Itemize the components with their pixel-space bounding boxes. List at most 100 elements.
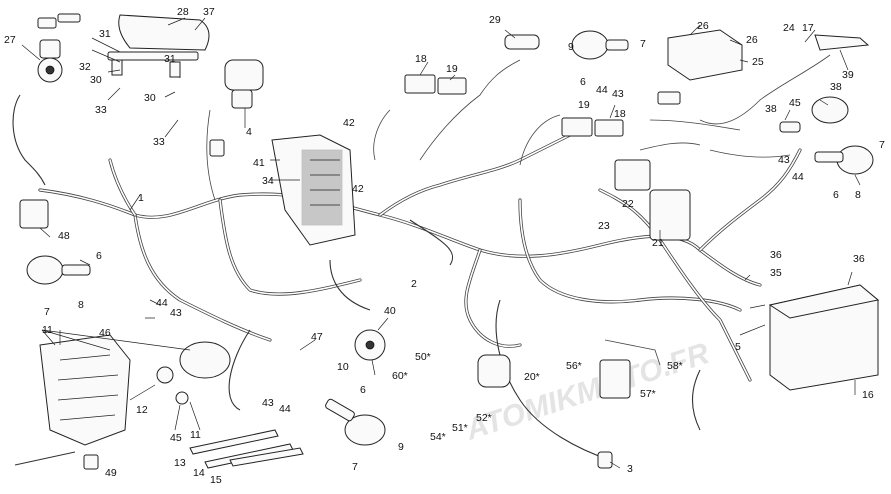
- callout-5: 5: [735, 341, 741, 353]
- callout-41: 41: [253, 157, 265, 169]
- main-harness: [12, 54, 831, 461]
- callout-50: 50*: [415, 351, 431, 363]
- flasher-relay-icon: [19, 199, 49, 229]
- callout-58: 58*: [667, 360, 683, 372]
- callout-11-bulb: 11: [190, 429, 201, 441]
- callout-44-right: 44: [792, 171, 804, 183]
- callout-6-top: 6: [580, 76, 586, 88]
- callout-7-right: 7: [879, 139, 885, 151]
- callout-11-headlight: 11: [42, 324, 53, 336]
- left-turn-signal-icon: [26, 255, 91, 285]
- callout-25: 25: [752, 56, 764, 68]
- callout-27: 27: [4, 34, 16, 46]
- callout-49: 49: [105, 467, 117, 479]
- callout-29: 29: [489, 14, 501, 26]
- right-turn-signal-icon: [814, 145, 874, 175]
- callout-7-bottom: 7: [352, 461, 358, 473]
- callout-43-left: 43: [170, 307, 182, 319]
- callout-7-left: 7: [44, 306, 50, 318]
- callout-24: 24: [783, 22, 795, 34]
- cable-tie-icon: [189, 429, 304, 469]
- callout-44-bottom: 44: [279, 403, 291, 415]
- rear-turn-signal-icon: [325, 398, 386, 446]
- callout-48: 48: [58, 230, 70, 242]
- callout-44-left: 44: [156, 297, 168, 309]
- callout-42-mid: 42: [352, 183, 364, 195]
- callout-33-right: 33: [153, 136, 165, 148]
- callout-7-top: 7: [640, 38, 646, 50]
- callout-60: 60*: [392, 370, 408, 382]
- callout-23: 23: [598, 220, 610, 232]
- callout-10: 10: [337, 361, 349, 373]
- callout-6-right: 6: [833, 189, 839, 201]
- callout-21: 21: [652, 237, 664, 249]
- callout-8-right: 8: [855, 189, 861, 201]
- callout-31-left: 31: [99, 28, 111, 40]
- screw-spring-icon: [14, 451, 99, 470]
- callout-44-top: 44: [596, 84, 608, 96]
- callout-43-right: 43: [778, 154, 790, 166]
- battery-icon: [768, 284, 880, 391]
- rear-light-icon: [779, 96, 849, 133]
- sensor-bracket-icon: [599, 339, 661, 399]
- callout-45-top: 45: [789, 97, 801, 109]
- callout-16: 16: [862, 389, 874, 401]
- starter-relay-icon: [614, 159, 691, 241]
- callout-9-bottom: 9: [398, 441, 404, 453]
- callout-3: 3: [627, 463, 633, 475]
- callout-30-left: 30: [90, 74, 102, 86]
- tail-bracket-icon: [814, 34, 870, 51]
- callout-17: 17: [802, 22, 814, 34]
- callout-32: 32: [79, 61, 91, 73]
- handlebar-switch-icon: [209, 59, 264, 157]
- callout-43-top: 43: [612, 88, 624, 100]
- connector-block-icon: [404, 74, 624, 137]
- callout-46: 46: [99, 327, 111, 339]
- callout-43-bottom: 43: [262, 397, 274, 409]
- callout-1: 1: [138, 192, 144, 204]
- watermark: ATOMIKMOTO.FR: [461, 337, 713, 447]
- callout-14: 14: [193, 467, 205, 479]
- callout-18-left: 18: [415, 53, 427, 65]
- callout-38-left: 38: [765, 103, 777, 115]
- callout-34: 34: [262, 175, 274, 187]
- cdi-unit-icon: [271, 134, 356, 246]
- callout-47: 47: [311, 331, 323, 343]
- callout-57: 57*: [640, 388, 656, 400]
- bulb-socket-icon: [156, 341, 231, 405]
- callout-2: 2: [411, 278, 417, 290]
- callout-8-left: 8: [78, 299, 84, 311]
- callout-33-left: 33: [95, 104, 107, 116]
- callout-54: 54*: [430, 431, 446, 443]
- callout-36-top: 36: [770, 249, 782, 261]
- callout-labels: 27 1 2 3 4 5 6 6 6 6 7 7 7 7 8 8 9 9 10 …: [4, 6, 885, 486]
- ignition-switch-key-icon: [37, 13, 81, 83]
- callout-26-right: 26: [746, 34, 758, 46]
- callout-30-right: 30: [144, 92, 156, 104]
- regulator-icon: [657, 29, 743, 105]
- callout-6-bottom: 6: [360, 384, 366, 396]
- callout-22: 22: [622, 198, 634, 210]
- plug-cap-icon: [597, 451, 613, 469]
- callout-20: 20*: [524, 371, 540, 383]
- callout-42-top: 42: [343, 117, 355, 129]
- callout-9-top: 9: [568, 41, 574, 53]
- callout-36-right: 36: [853, 253, 865, 265]
- callout-15: 15: [210, 474, 222, 486]
- callout-37: 37: [203, 6, 215, 18]
- horn-icon: [354, 329, 386, 361]
- callout-56: 56*: [566, 360, 582, 372]
- callout-40: 40: [384, 305, 396, 317]
- callout-52: 52*: [476, 412, 492, 424]
- callout-45-bottom: 45: [170, 432, 182, 444]
- callout-26-left: 26: [697, 20, 709, 32]
- callout-13: 13: [174, 457, 186, 469]
- instrument-cluster-icon: [107, 14, 210, 78]
- callout-51: 51*: [452, 422, 468, 434]
- callout-38-top: 38: [830, 81, 842, 93]
- callout-12: 12: [136, 404, 148, 416]
- callout-39: 39: [842, 69, 854, 81]
- leader-lines: [21, 17, 861, 469]
- callout-28: 28: [177, 6, 189, 18]
